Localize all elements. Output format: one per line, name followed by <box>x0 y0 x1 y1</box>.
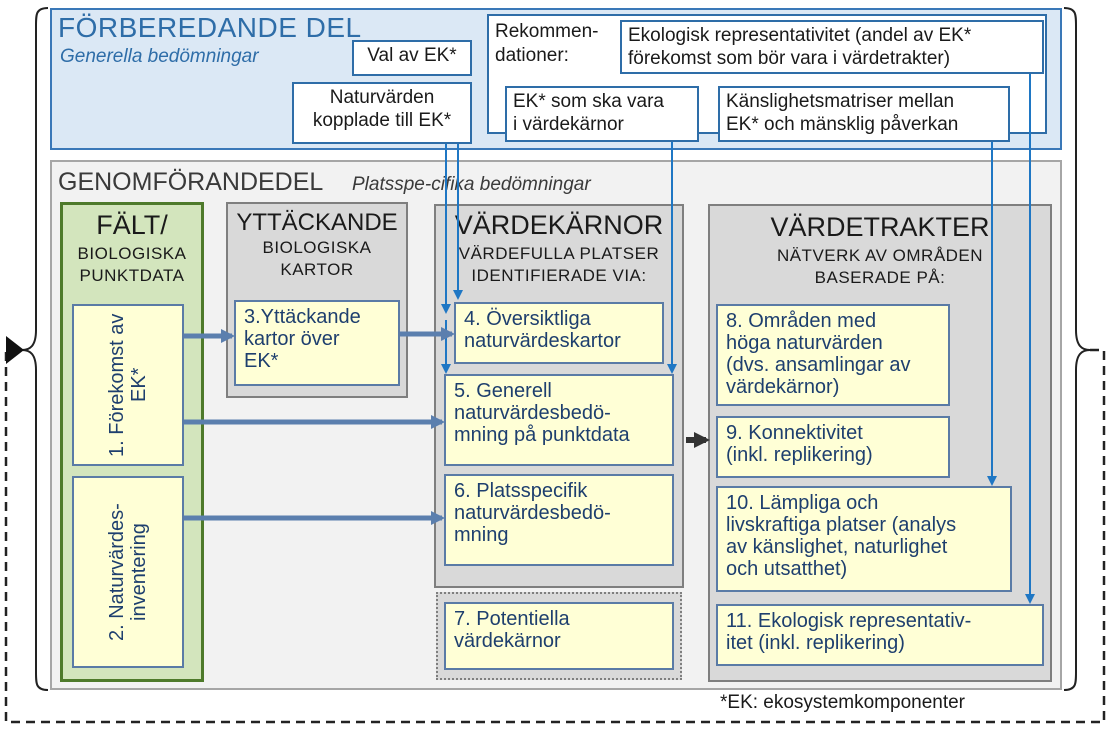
impl-title: GENOMFÖRANDEDEL <box>58 168 324 196</box>
ek-vardekarnor-box: EK* som ska vara i värdekärnor <box>505 86 699 142</box>
feedback-loop-line <box>4 348 1106 724</box>
naturvarden-line2: kopplade till EK* <box>312 110 452 131</box>
box-9-line1: 9. Konnektivitet <box>726 422 863 444</box>
falt-title: FÄLT/ <box>96 210 168 240</box>
naturvarden-line1: Naturvärden <box>329 87 435 108</box>
recommendations-label: Rekommen- dationer: <box>495 20 598 68</box>
box-6-line1: 6. Platsspecifik <box>454 480 588 502</box>
box-7-line1: 7. Potentiella <box>454 608 570 630</box>
box-2-naturvardesinventering: 2. Naturvärdes-inventering <box>72 476 184 668</box>
box-7-line2: värdekärnor <box>454 630 561 652</box>
ytt-title: YTTÄCKANDE <box>236 209 398 236</box>
box-4-line2: naturvärdeskartor <box>464 330 621 352</box>
prep-title: FÖRBEREDANDE DEL <box>58 12 362 43</box>
box-3-line1: 3.Yttäckande <box>244 306 361 328</box>
ekvk-line2: i värdekärnor <box>513 114 624 135</box>
box-8-line1: 8. Områden med <box>726 310 877 332</box>
box-5-line1: 5. Generell <box>454 380 552 402</box>
vk-sub2: IDENTIFIERADE VIA: <box>471 266 647 285</box>
vt-sub1: NÄTVERK AV OMRÅDEN <box>776 246 984 265</box>
box-8-omraden: 8. Områden med höga naturvärden (dvs. an… <box>716 304 950 406</box>
box-11-line1: 11. Ekologisk representativ- <box>726 610 972 632</box>
left-brace <box>21 7 49 691</box>
eko-line2: förekomst som bör vara i värdetrakter) <box>628 48 951 69</box>
falt-sub1: BIOLOGISKA <box>77 244 187 263</box>
ekvk-line1: EK* som ska vara <box>513 91 664 112</box>
prep-subtitle: Generella bedömningar <box>60 46 259 67</box>
box-3-line2: kartor över <box>244 328 340 350</box>
box-8-line2: höga naturvärden <box>726 332 883 354</box>
val-ek-box: Val av EK* <box>352 40 472 76</box>
box-11-ekologisk: 11. Ekologisk representativ- itet (inkl.… <box>716 604 1044 666</box>
box-5-line3: mning på punktdata <box>454 424 630 446</box>
box-1-forekomst: 1. Förekomst av EK* <box>72 304 184 466</box>
box-6-line3: mning <box>454 524 509 546</box>
vk-sub1: VÄRDEFULLA PLATSER <box>458 244 660 263</box>
rek-line1: Rekommen- <box>495 21 599 42</box>
box-9-konnektivitet: 9. Konnektivitet (inkl. replikering) <box>716 416 950 478</box>
box-7-potentiella: 7. Potentiella värdekärnor <box>444 602 674 670</box>
ytt-sub2: KARTOR <box>280 260 354 279</box>
box-8-line4: värdekärnor) <box>726 376 840 398</box>
right-brace <box>1063 7 1091 691</box>
kansl-line1: Känslighetsmatriser mellan <box>726 91 955 112</box>
box-4-oversiktliga: 4. Översiktliga naturvärdeskartor <box>454 302 664 364</box>
box-10-line1: 10. Lämpliga och <box>726 492 879 514</box>
box-5-line2: naturvärdesbedö- <box>454 402 611 424</box>
box-6-line2: naturvärdesbedö- <box>454 502 611 524</box>
vk-title: VÄRDEKÄRNOR <box>454 210 664 240</box>
naturvarden-box: Naturvärden kopplade till EK* <box>292 82 472 144</box>
rek-line2: dationer: <box>495 45 569 66</box>
box-10-line4: och utsatthet) <box>726 558 848 580</box>
box-9-line2: (inkl. replikering) <box>726 444 873 466</box>
val-ek-label: Val av EK* <box>367 45 457 66</box>
ekologisk-representativitet-box: Ekologisk representativitet (andel av EK… <box>620 20 1044 74</box>
footnote: *EK: ekosystemkomponenter <box>720 692 966 713</box>
eko-line1: Ekologisk representativitet (andel av EK… <box>628 25 972 46</box>
falt-sub2: PUNKTDATA <box>79 266 185 285</box>
kanslighetsmatriser-box: Känslighetsmatriser mellan EK* och mänsk… <box>718 86 1010 142</box>
ytt-sub1: BIOLOGISKA <box>262 238 372 257</box>
box-8-line3: (dvs. ansamlingar av <box>726 354 911 376</box>
feedback-loop-arrowhead <box>6 336 24 364</box>
box-10-lampliga: 10. Lämpliga och livskraftiga platser (a… <box>716 486 1012 592</box>
box-5-generell: 5. Generell naturvärdesbedö- mning på pu… <box>444 374 674 466</box>
box-10-line3: av känslighet, naturlighet <box>726 536 948 558</box>
vt-sub2: BASERADE PÅ: <box>814 268 946 287</box>
box-3-line3: EK* <box>244 350 279 372</box>
vt-title: VÄRDETRAKTER <box>770 212 990 242</box>
box-4-line1: 4. Översiktliga <box>464 308 591 330</box>
box-6-platsspecifik: 6. Platsspecifik naturvärdesbedö- mning <box>444 474 674 566</box>
box-11-line2: itet (inkl. replikering) <box>726 632 905 654</box>
box-10-line2: livskraftiga platser (analys <box>726 514 957 536</box>
kansl-line2: EK* och mänsklig påverkan <box>726 114 959 135</box>
box-3-yttackande-kartor: 3.Yttäckande kartor över EK* <box>234 300 400 386</box>
impl-subtitle: Platsspe-cifika bedömningar <box>352 174 591 195</box>
